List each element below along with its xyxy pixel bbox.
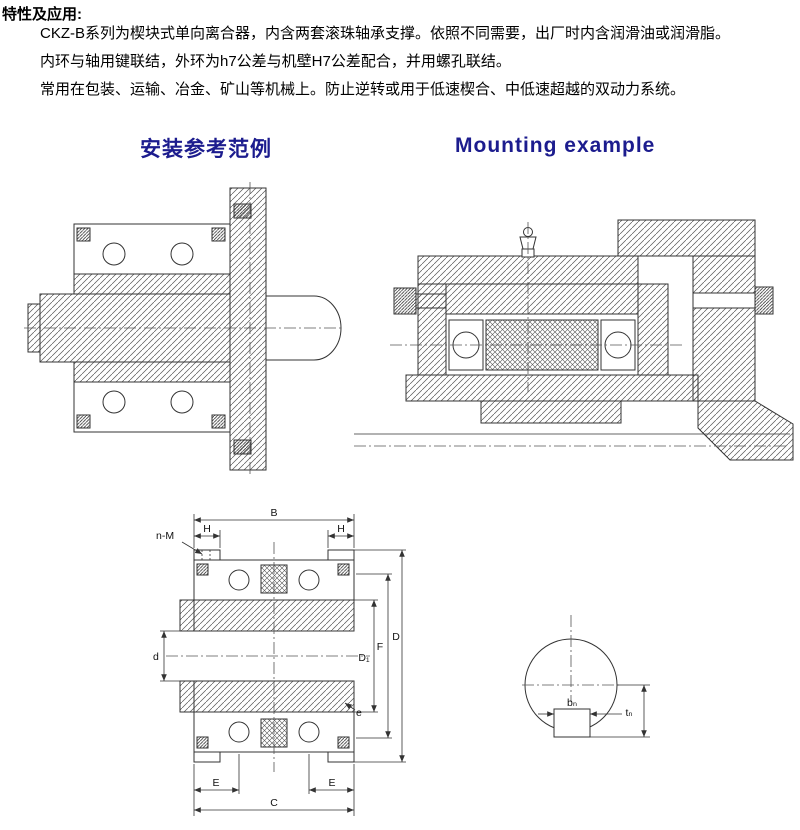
installation-example-drawing	[24, 182, 344, 476]
dimensioned-section-drawing: B H H n-M d D₁ F D e E E	[153, 507, 406, 816]
section-title: 特性及应用:	[2, 6, 82, 23]
dim-label-bn: bₙ	[567, 697, 577, 709]
bearing-ball	[298, 569, 320, 591]
clutch-assembly	[417, 255, 669, 376]
dim-label-n-M: n-M	[156, 530, 174, 542]
dim-label-tn: tₙ	[625, 707, 632, 719]
keyway-dimensions: bₙ tₙ	[538, 684, 650, 738]
dim-label-C: C	[270, 797, 278, 809]
heading-english: Mounting example	[455, 134, 656, 157]
seal	[76, 414, 91, 429]
dim-label-E-right: E	[328, 777, 335, 789]
dim-label-H-left: H	[203, 523, 211, 535]
seal	[337, 563, 350, 576]
seal	[196, 563, 209, 576]
dim-label-F: F	[377, 641, 383, 653]
bearing-ball	[228, 721, 250, 743]
bearing-ball	[102, 242, 126, 266]
seal	[211, 227, 226, 242]
machine-housing	[617, 219, 756, 402]
clutch-housing	[73, 223, 231, 433]
flange-plate	[229, 187, 267, 471]
bearing-ball	[102, 390, 126, 414]
seal	[337, 736, 350, 749]
dimension-lines: B H H n-M d D₁ F D e E E	[153, 507, 406, 816]
dim-label-d: d	[153, 651, 159, 663]
bearing-ball	[170, 390, 194, 414]
seal	[196, 736, 209, 749]
output-shaft	[697, 400, 794, 461]
right-bolt	[692, 286, 774, 315]
dim-label-D: D	[392, 631, 400, 643]
flange-bolt	[233, 203, 252, 219]
dim-label-D1: D₁	[358, 652, 370, 664]
paragraph-line-1: CKZ-B系列为楔块式单向离合器，内含两套滚珠轴承支撑。依照不同需要，出厂时内含…	[40, 25, 731, 42]
dim-label-B: B	[270, 507, 277, 519]
dim-label-H-right: H	[337, 523, 345, 535]
heading-chinese: 安装参考范例	[140, 138, 272, 161]
bearing-ball	[298, 721, 320, 743]
dim-label-E-left: E	[212, 777, 219, 789]
base-support	[405, 374, 699, 424]
left-bolt	[393, 287, 447, 315]
flange-bolt	[233, 439, 252, 455]
bearing-ball	[228, 569, 250, 591]
seal	[211, 414, 226, 429]
bearing-ball	[170, 242, 194, 266]
dim-label-e: e	[356, 707, 362, 719]
shaft-end	[265, 295, 342, 361]
paragraph-line-2: 内环与轴用键联结，外环为h7公差与机壁H7公差配合，并用螺孔联结。	[40, 53, 511, 70]
paragraph-line-3: 常用在包装、运输、冶金、矿山等机械上。防止逆转或用于低速楔合、中低速超越的双动力…	[40, 81, 686, 98]
mounting-example-drawing	[354, 219, 794, 461]
keyway-slot	[553, 708, 591, 738]
keyway-detail-drawing: bₙ tₙ	[522, 615, 650, 738]
intro-paragraphs: CKZ-B系列为楔块式单向离合器，内含两套滚珠轴承支撑。依照不同需要，出厂时内含…	[40, 20, 730, 104]
seal	[76, 227, 91, 242]
